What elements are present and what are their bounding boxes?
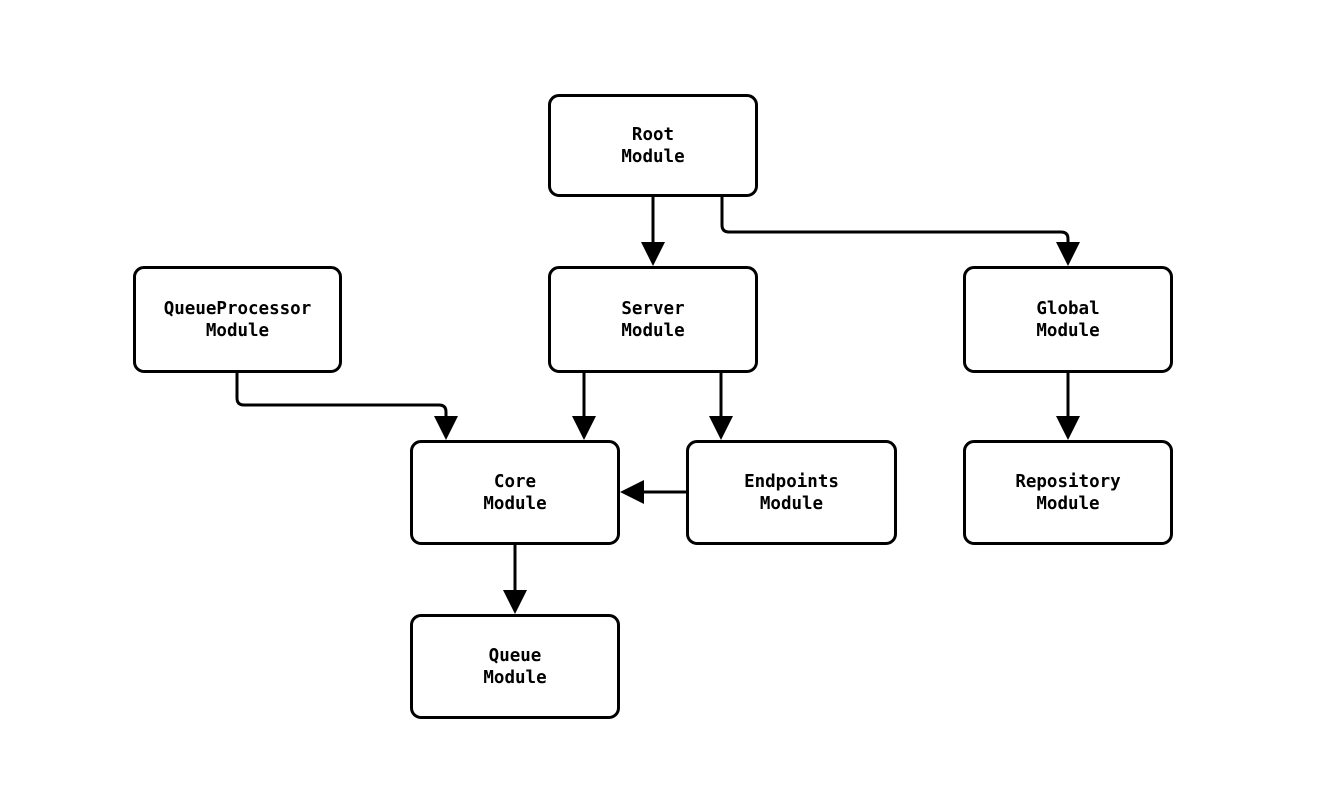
edge-endpoints-core [620,480,686,504]
edge-server-core [572,373,596,440]
edge-root-server [641,197,665,266]
node-label-queue-module: Queue Module [483,645,547,688]
node-label-core-module: Core Module [483,471,547,514]
node-label-queueprocessor-module: QueueProcessor Module [163,298,312,341]
node-repository-module[interactable]: Repository Module [963,440,1173,545]
edge-global-repository [1056,373,1080,440]
edge-queueprocessor-core [235,373,458,440]
node-label-root-module: Root Module [621,124,685,167]
node-global-module[interactable]: Global Module [963,266,1173,373]
node-endpoints-module[interactable]: Endpoints Module [686,440,897,545]
edge-core-queue [503,545,527,614]
node-label-server-module: Server Module [621,298,685,341]
node-queue-module[interactable]: Queue Module [410,614,620,719]
edge-server-endpoints [709,373,733,440]
node-server-module[interactable]: Server Module [548,266,758,373]
node-label-global-module: Global Module [1036,298,1100,341]
edge-root-global [720,197,1080,266]
node-queueprocessor-module[interactable]: QueueProcessor Module [133,266,342,373]
node-label-endpoints-module: Endpoints Module [744,471,839,514]
node-core-module[interactable]: Core Module [410,440,620,545]
node-root-module[interactable]: Root Module [548,94,758,197]
node-label-repository-module: Repository Module [1015,471,1121,514]
